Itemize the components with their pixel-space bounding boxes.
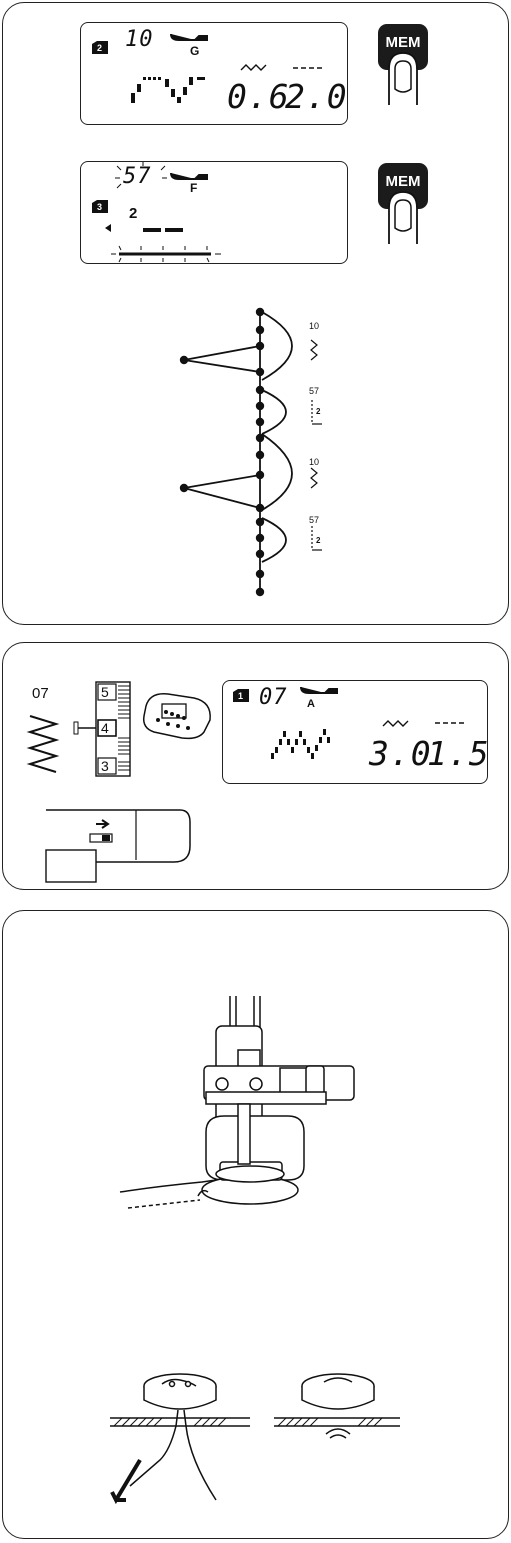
- length-icon: [435, 722, 467, 724]
- tension-dial: [73, 681, 131, 777]
- panel-button-sewing: [2, 910, 509, 1539]
- presser-foot-icon: [170, 172, 208, 180]
- width-icon: [240, 64, 267, 71]
- pattern-number-blinking: 57: [123, 164, 152, 189]
- dial-number-5: 5: [101, 684, 109, 700]
- pattern-number-label: 07: [32, 685, 49, 702]
- dial-number-4: 4: [101, 720, 109, 736]
- mem-bank-icon: [233, 689, 249, 702]
- presser-foot-icon: [170, 33, 208, 41]
- feed-dog-lever-illustration: [45, 809, 191, 883]
- stitch-sequence-diagram: [179, 307, 322, 597]
- presser-foot-letter: F: [190, 181, 198, 195]
- finger-icon: [388, 52, 418, 105]
- stitch-width-value: 0.6: [227, 77, 290, 116]
- blink-rays: [115, 162, 167, 189]
- button-sewing-foot-illustration: [119, 996, 355, 1209]
- sequence-small-digit-2: 2: [316, 536, 321, 545]
- panel-memory-programming: [2, 2, 509, 625]
- sequence-label-4: 57: [309, 515, 320, 525]
- mem-bank-icon: [92, 41, 108, 54]
- mem-bank-number: 1: [238, 691, 244, 701]
- presser-foot-letter: G: [190, 44, 200, 58]
- dial-number-3: 3: [101, 758, 109, 774]
- pattern-number: 10: [125, 27, 154, 52]
- lcd-display-1: 2 10 G 0.6 2.0: [80, 22, 348, 125]
- sequence-label-3: 10: [309, 457, 320, 467]
- mem-bank-number: 2: [97, 43, 103, 53]
- stitch-length-value: 1.5: [427, 734, 490, 773]
- finger-icon: [388, 191, 418, 244]
- stitch-width-value: 3.0: [369, 734, 432, 773]
- lcd-display-2: 3 57 F 2: [80, 161, 348, 264]
- sequence-label-2: 57: [309, 386, 320, 396]
- length-icon: [293, 67, 325, 69]
- button-shank-illustration: [110, 1373, 400, 1505]
- pull-arrow-icon: [110, 1458, 142, 1505]
- width-icon: [382, 720, 409, 727]
- mem-bank-number: 3: [97, 202, 103, 212]
- sequence-digit: 2: [129, 205, 138, 222]
- presser-foot-illustration: [142, 693, 211, 740]
- stitch-bar-blinking: [111, 245, 221, 263]
- stitch-sequence-preview: [143, 228, 183, 232]
- pattern-number: 07: [259, 685, 288, 710]
- presser-foot-letter: A: [307, 698, 315, 710]
- stitch-pattern-preview: [131, 77, 205, 103]
- mem-bank-icon: [92, 200, 108, 213]
- zigzag-stitch-icon: [26, 715, 60, 773]
- cursor-arrow-icon: [105, 224, 111, 232]
- sequence-small-digit-1: 2: [316, 407, 321, 416]
- stitch-length-value: 2.0: [285, 77, 348, 116]
- presser-foot-icon: [300, 686, 338, 694]
- sequence-label-1: 10: [309, 321, 320, 331]
- lcd-display-3: 1 07 A 3.0 1.5: [222, 680, 490, 784]
- stitch-pattern-preview: [271, 729, 330, 759]
